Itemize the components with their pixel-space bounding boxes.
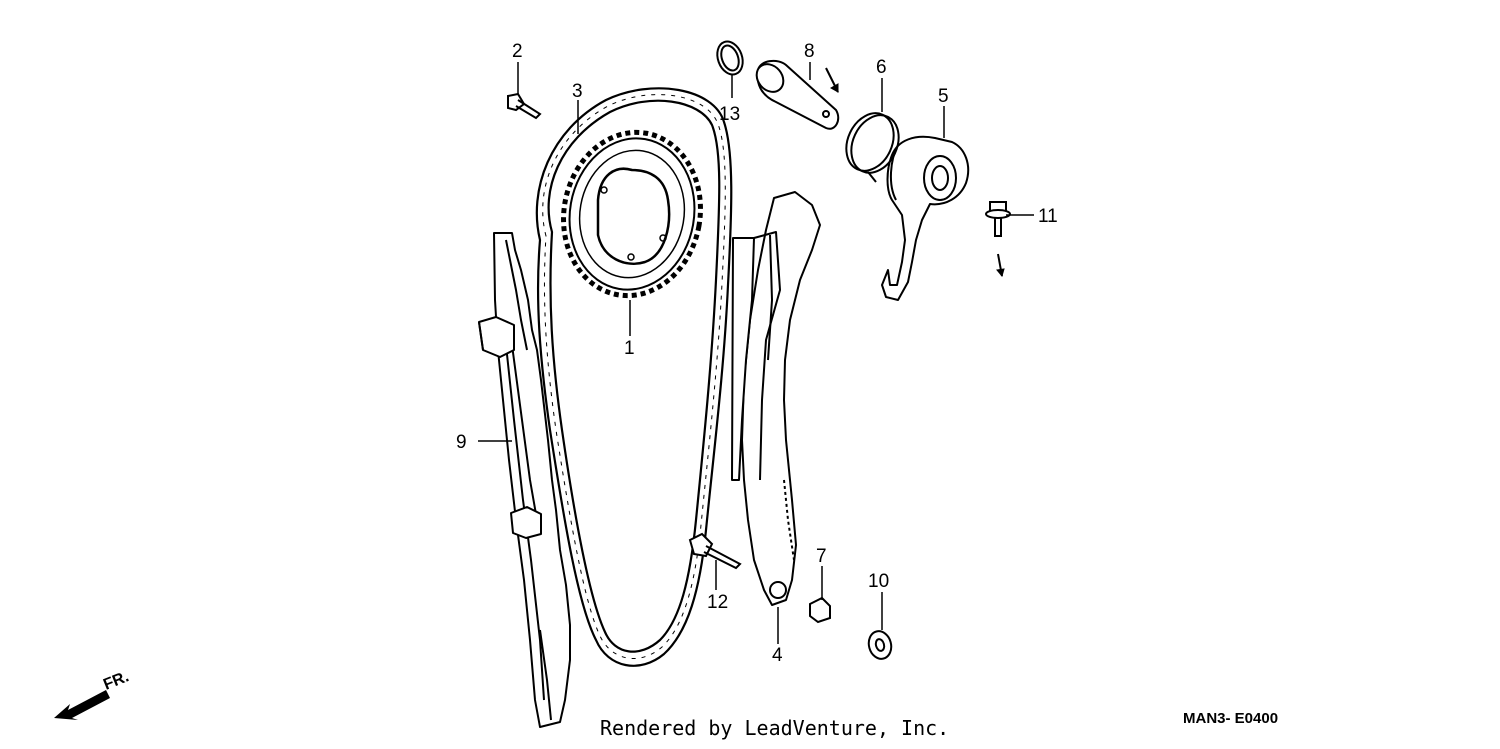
washer bbox=[867, 630, 893, 660]
callout-2: 2 bbox=[512, 41, 523, 62]
render-credit: Rendered by LeadVenture, Inc. bbox=[600, 716, 950, 740]
callout-8: 8 bbox=[804, 41, 815, 62]
chain-guide-front bbox=[731, 191, 821, 606]
callout-labels: 1 2 3 4 5 6 7 8 9 10 11 12 13 bbox=[456, 41, 1058, 666]
front-direction-label: FR. bbox=[101, 668, 131, 693]
tensioner-arm bbox=[881, 135, 970, 301]
bolt-top bbox=[507, 92, 542, 120]
collar bbox=[809, 596, 831, 624]
callout-3: 3 bbox=[572, 81, 583, 102]
tensioner-spring bbox=[845, 112, 900, 183]
assembly-arrows bbox=[825, 67, 1005, 278]
callout-7: 7 bbox=[816, 546, 827, 567]
cam-sprocket bbox=[561, 129, 703, 299]
callout-11: 11 bbox=[1038, 206, 1058, 227]
chain-guide-rear bbox=[478, 232, 571, 728]
tensioner-shaft bbox=[755, 59, 840, 130]
flange-bolt bbox=[985, 201, 1011, 237]
callout-4: 4 bbox=[772, 645, 783, 666]
callout-6: 6 bbox=[876, 57, 887, 78]
bolt-lower bbox=[688, 532, 742, 570]
callout-13: 13 bbox=[719, 104, 740, 125]
diagram-code: MAN3- E0400 bbox=[1183, 710, 1279, 727]
callout-10: 10 bbox=[868, 571, 889, 592]
callout-12: 12 bbox=[707, 592, 728, 613]
cam-chain bbox=[535, 87, 733, 667]
callout-1: 1 bbox=[624, 338, 635, 359]
o-ring bbox=[716, 40, 744, 76]
callout-9: 9 bbox=[456, 432, 467, 453]
front-direction-arrow-icon: FR. bbox=[54, 668, 131, 720]
callout-5: 5 bbox=[938, 86, 949, 107]
leader-lines bbox=[478, 62, 1034, 644]
